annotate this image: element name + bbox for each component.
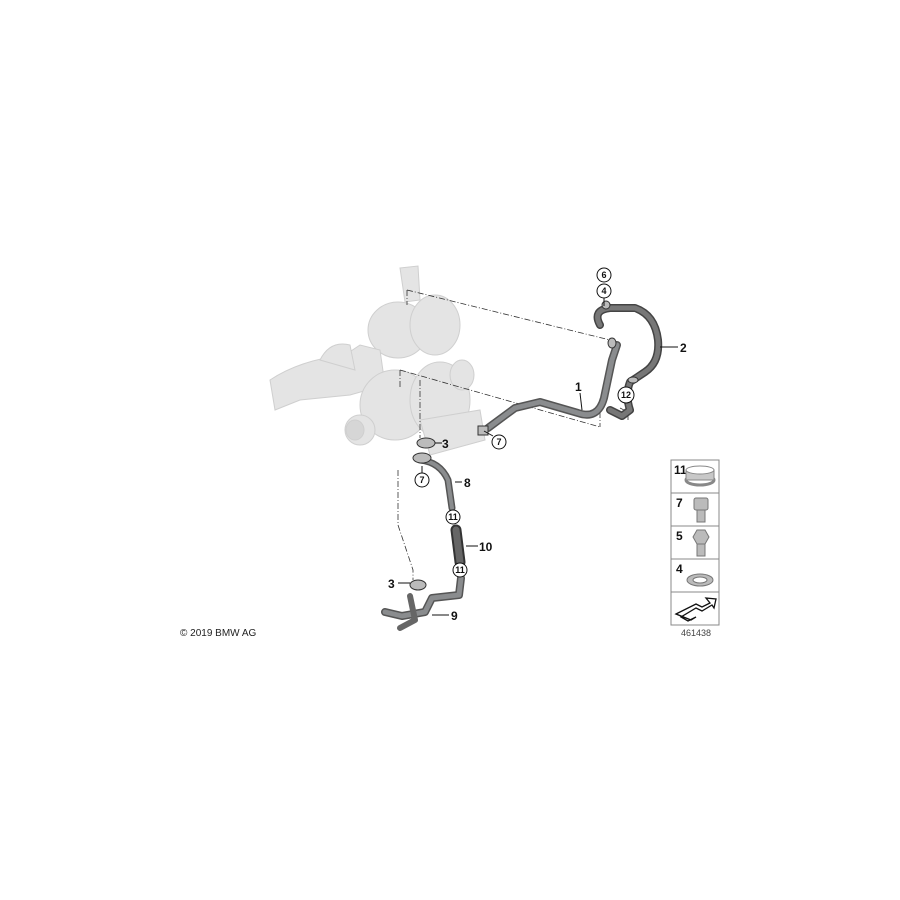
callout-9: 9 xyxy=(451,609,458,623)
legend-number-5: 5 xyxy=(676,529,683,543)
callout-1: 1 xyxy=(575,380,582,394)
callout-3-upper: 3 xyxy=(442,437,449,451)
sealing-ring-icon xyxy=(686,573,714,587)
turbocharger-ghost xyxy=(269,265,486,456)
callout-2: 2 xyxy=(680,341,687,355)
circled-callouts xyxy=(414,267,635,578)
parts-legend: 11 7 5 4 xyxy=(670,459,720,626)
callout-4: 4 xyxy=(601,286,606,296)
callout-leaders xyxy=(398,298,678,616)
callout-11-lower: 11 xyxy=(455,565,465,575)
callout-8: 8 xyxy=(464,476,471,490)
copyright-notice: © 2019 BMW AG xyxy=(180,628,257,639)
legend-number-4: 4 xyxy=(676,562,683,576)
callout-7-lower: 7 xyxy=(419,475,424,485)
callout-11-upper: 11 xyxy=(448,512,458,522)
legend-number-11: 11 xyxy=(674,463,687,477)
socket-head-bolt-icon xyxy=(693,497,709,523)
callout-7-upper: 7 xyxy=(496,437,501,447)
callout-6: 6 xyxy=(601,270,606,280)
assembly-lines xyxy=(397,289,629,580)
callout-10: 10 xyxy=(479,540,493,554)
callout-3-lower: 3 xyxy=(388,577,395,591)
callout-labels: 2 1 3 8 10 3 9 xyxy=(388,341,687,623)
legend-number-7: 7 xyxy=(676,496,683,510)
image-id: 461438 xyxy=(680,628,712,638)
arrow-icon xyxy=(674,597,717,622)
hose-clamp-icon xyxy=(684,465,716,487)
callout-12: 12 xyxy=(621,390,631,400)
fittings xyxy=(409,300,639,591)
hollow-bolt-icon xyxy=(692,529,710,557)
